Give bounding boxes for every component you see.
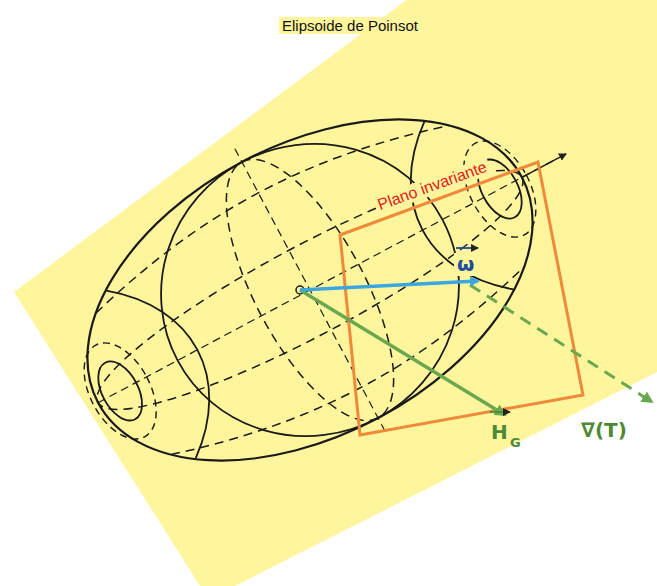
subscript-wrap: G — [507, 433, 524, 451]
gradient-label: ∇(T) — [578, 419, 630, 442]
gradient-label-wrap: ∇(T) — [578, 419, 630, 442]
vector-label-wrap: ω — [454, 253, 477, 276]
vector-mark — [456, 247, 478, 249]
vector-label: ω — [454, 253, 477, 276]
scan-page — [14, 0, 657, 586]
vector-label-wrap: H — [488, 421, 511, 444]
omega-arrow — [300, 281, 478, 290]
ellipsoid-drawing — [19, 13, 642, 547]
figure-title: Elipsoide de Poinsot — [279, 17, 421, 34]
vector-mark — [490, 411, 510, 413]
momentum-arrow — [300, 290, 505, 415]
gradient-arrow — [470, 285, 652, 402]
figure-title-wrap: Elipsoide de Poinsot — [279, 17, 421, 35]
vector-label: H — [488, 421, 511, 444]
subscript: G — [507, 436, 524, 451]
